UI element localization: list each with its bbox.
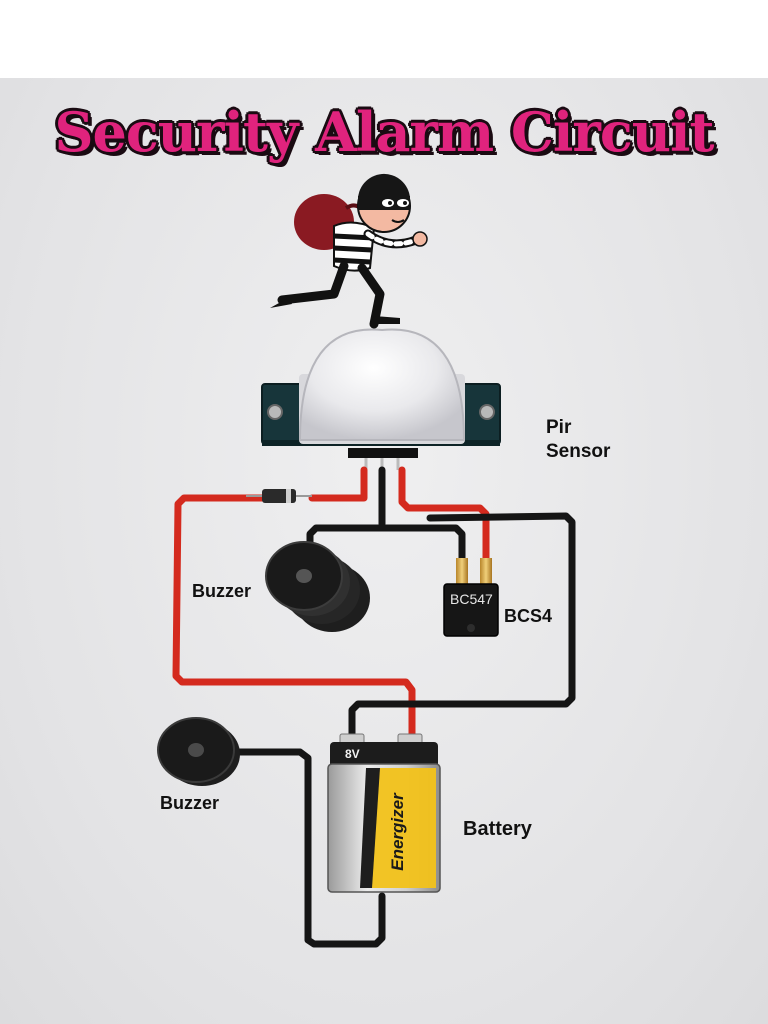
diode [246,489,312,503]
diagram-canvas: Security Alarm Circuit [0,78,768,1024]
pir-sensor-label-line2: Sensor [546,441,611,462]
battery-label: Battery [463,818,532,840]
pir-sensor-label: Pir Sensor [546,416,610,464]
diagram-title: Security Alarm Circuit [54,100,715,164]
mounting-hole-icon [267,404,283,420]
pir-sensor-label-line1: Pir [546,417,572,438]
red-wire-left [308,466,368,502]
battery [327,733,441,893]
black-wire-ground [348,512,576,750]
battery-brand: Energizer [388,793,407,871]
buzzer-lower-label: Buzzer [160,793,220,813]
mounting-hole-icon [479,404,495,420]
buzzer-small [157,717,240,786]
wiring [172,466,576,948]
transistor [443,558,499,637]
transistor-label: BCS4 [504,606,553,626]
pir-dome-lens [298,328,466,441]
red-wire-supply [172,494,416,750]
burglar-illustration [270,173,428,329]
buzzer-large [265,541,370,632]
red-wire-transistor [398,466,490,570]
black-wire-buzzer [228,748,386,948]
black-wire-transistor [306,524,466,570]
battery-voltage: 8V [345,747,360,761]
circuit-illustration [157,173,576,948]
top-whitespace [0,0,768,78]
buzzer-upper-label: Buzzer [192,581,252,601]
transistor-marking: BC547 [450,591,493,607]
pir-sensor [261,328,501,470]
